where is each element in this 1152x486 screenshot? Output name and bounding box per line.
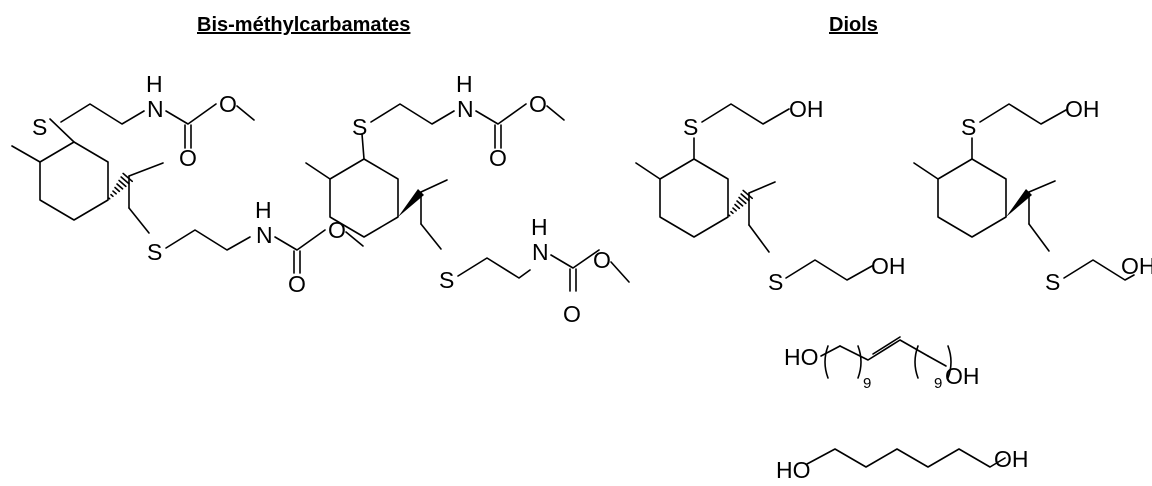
sulfur-label: S (961, 114, 976, 140)
oxygen-label: O (179, 145, 197, 171)
sulfur-label: S (439, 267, 454, 293)
hydrogen-label: H (146, 71, 163, 97)
repeat-count-label: 9 (863, 375, 871, 392)
wedge-bond (1006, 189, 1032, 217)
hydrogen-label: H (255, 197, 272, 223)
molecule-bis-carbamate-2: S N H O O S N H O O (305, 71, 630, 327)
sulfur-label: S (32, 114, 47, 140)
molecule-bis-carbamate-1: S N H O O S N H O O (11, 71, 364, 297)
oxygen-label: O (219, 91, 237, 117)
oxygen-label: O (593, 247, 611, 273)
wedge-bond (398, 189, 424, 217)
molecule-diol-long-chain: HO 9 9 OH (784, 336, 980, 392)
hydroxyl-label: OH (871, 253, 906, 279)
heading-diols: Diols (829, 14, 878, 36)
sulfur-label: S (352, 114, 367, 140)
heading-bis-methylcarbamates: Bis-méthylcarbamates (197, 14, 411, 36)
hydroxyl-left-label: HO (784, 344, 819, 370)
hydroxyl-label: OH (994, 446, 1029, 472)
hydroxyl-label: OH (1065, 96, 1100, 122)
hydroxyl-label: OH (1121, 253, 1152, 279)
molecule-diol-1: S OH S OH (635, 96, 906, 295)
oxygen-label: O (288, 271, 306, 297)
hydroxyl-label: OH (789, 96, 824, 122)
oxygen-label: O (489, 145, 507, 171)
nitrogen-label: N (457, 96, 474, 122)
sulfur-label: S (768, 269, 783, 295)
nitrogen-label: N (532, 239, 549, 265)
oxygen-label: O (529, 91, 547, 117)
oxygen-label: O (563, 301, 581, 327)
repeat-count-label: 9 (934, 375, 942, 392)
sulfur-label: S (683, 114, 698, 140)
sulfur-label: S (147, 239, 162, 265)
molecule-hexanediol: HO OH (776, 446, 1029, 483)
nitrogen-label: N (256, 222, 273, 248)
hydrogen-label: H (456, 71, 473, 97)
nitrogen-label: N (147, 96, 164, 122)
hydroxyl-label: OH (945, 363, 980, 389)
hydrogen-label: H (531, 214, 548, 240)
hydroxyl-left-label: HO (776, 457, 811, 483)
sulfur-label: S (1045, 269, 1060, 295)
molecule-diol-2: S OH S OH (913, 96, 1152, 295)
